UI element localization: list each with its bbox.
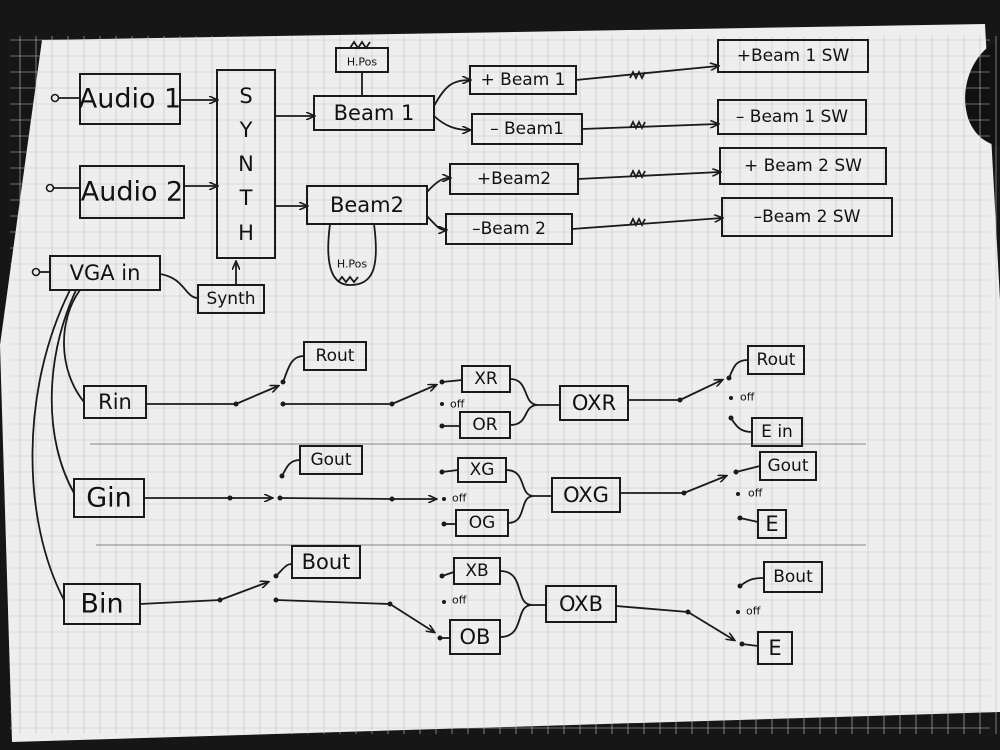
- minus-beam1-sw-box[interactable]: [717, 99, 867, 135]
- blue-channel: Bin Bout XB off OB OXB Bout off: [63, 545, 823, 665]
- plus-beam1-sw-label: +Beam 1 SW: [737, 46, 850, 66]
- rout-box[interactable]: [303, 341, 367, 371]
- pot-top-icon: [349, 40, 371, 50]
- bout-right-label: Bout: [773, 567, 813, 587]
- ein-box[interactable]: [751, 417, 803, 447]
- synth-letter-t: T: [239, 186, 253, 210]
- beam2-box[interactable]: [306, 185, 428, 225]
- oxr-box[interactable]: [559, 385, 629, 421]
- ein-label: E in: [761, 422, 793, 442]
- bout-label: Bout: [302, 550, 351, 574]
- oxg-label: OXG: [563, 483, 609, 507]
- gout-box[interactable]: [299, 445, 363, 475]
- oxb-box[interactable]: [545, 585, 617, 623]
- synth-letter-y: Y: [239, 118, 253, 142]
- off-label: off: [452, 594, 467, 607]
- rout-label: Rout: [316, 346, 355, 366]
- oxr-label: OXR: [572, 391, 616, 415]
- green-channel: Gin Gout XG off OG OXG Gout off: [73, 445, 817, 539]
- off-right-label: off: [748, 487, 763, 500]
- e-blue-label: E: [768, 636, 781, 660]
- minus-beam2-sw-box[interactable]: [721, 197, 893, 237]
- gout-label: Gout: [310, 450, 351, 470]
- off-right-label: off: [746, 605, 761, 618]
- pot-icon: [629, 119, 646, 131]
- bin-label: Bin: [80, 589, 123, 620]
- synth-column-box[interactable]: [216, 69, 276, 259]
- beam1-label: Beam 1: [334, 101, 415, 125]
- audio2-label: Audio 2: [81, 177, 184, 208]
- pot-icon: [629, 69, 646, 81]
- pot-icon: [629, 168, 646, 180]
- ob-label: OB: [460, 625, 491, 649]
- pot-bottom-icon: [337, 275, 359, 284]
- e-green-label: E: [765, 512, 778, 536]
- audio1-jack-icon[interactable]: [50, 93, 60, 103]
- gout-right-label: Gout: [767, 456, 808, 476]
- vga-in-label: VGA in: [70, 261, 141, 285]
- audio2-box[interactable]: [79, 165, 185, 219]
- rout-right-label: Rout: [757, 350, 796, 370]
- synth-box[interactable]: [197, 284, 265, 314]
- gout-right-box[interactable]: [759, 451, 817, 481]
- xg-label: XG: [470, 460, 495, 480]
- plus-beam1-sw-box[interactable]: [717, 39, 869, 73]
- oxb-label: OXB: [559, 592, 603, 616]
- vga-in-box[interactable]: [49, 255, 161, 291]
- bout-box[interactable]: [291, 545, 361, 579]
- beam2-label: Beam2: [330, 193, 404, 217]
- vga-jack-icon[interactable]: [31, 267, 41, 277]
- xr-label: XR: [474, 369, 498, 389]
- e-green-box[interactable]: [757, 509, 787, 539]
- h-pos-top-label: H.Pos: [347, 56, 378, 69]
- plus-beam2-label: +Beam2: [477, 169, 551, 189]
- minus-beam1-sw-label: – Beam 1 SW: [736, 107, 848, 127]
- minus-beam1-label: – Beam1: [490, 119, 564, 139]
- audio2-jack-icon[interactable]: [45, 183, 55, 193]
- pot-icon: [629, 216, 646, 228]
- dark-object: [965, 40, 1000, 146]
- synth-label: Synth: [206, 289, 255, 309]
- synth-letter-h: H: [238, 221, 254, 245]
- audio1-label: Audio 1: [79, 84, 182, 115]
- plus-beam1-label: + Beam 1: [481, 70, 566, 90]
- rout-right-box[interactable]: [747, 345, 805, 375]
- synth-letter-n: N: [238, 152, 254, 176]
- audio-section: Audio 1 Audio 2 S Y N T H VGA in Synth: [31, 69, 315, 314]
- or-label: OR: [472, 415, 497, 435]
- h-pos-bottom-label: H.Pos: [337, 258, 368, 271]
- e-blue-box[interactable]: [757, 631, 793, 665]
- beam1-box[interactable]: [313, 95, 435, 131]
- off-label: off: [452, 492, 467, 505]
- minus-beam2-label: –Beam 2: [472, 219, 546, 239]
- xb-label: XB: [465, 561, 488, 581]
- rin-label: Rin: [98, 390, 132, 414]
- beam-section: H.Pos Beam 1 + Beam 1 – Beam1 Beam2 H.Po…: [306, 39, 893, 286]
- plus-beam2-sw-box[interactable]: [719, 147, 887, 185]
- gin-label: Gin: [86, 483, 132, 514]
- rin-box[interactable]: [83, 385, 147, 419]
- off-right-label: off: [740, 391, 755, 404]
- red-channel: Rin Rout XR off OR OXR Rout off: [83, 341, 805, 447]
- audio1-box[interactable]: [79, 73, 181, 125]
- minus-beam2-sw-label: –Beam 2 SW: [754, 207, 861, 227]
- vga-branches: [31, 289, 866, 601]
- plus-beam2-sw-label: + Beam 2 SW: [744, 156, 862, 176]
- bout-right-box[interactable]: [763, 561, 823, 593]
- off-label: off: [450, 398, 465, 411]
- oxg-box[interactable]: [551, 477, 621, 513]
- synth-letter-s: S: [239, 84, 252, 108]
- og-label: OG: [469, 513, 496, 533]
